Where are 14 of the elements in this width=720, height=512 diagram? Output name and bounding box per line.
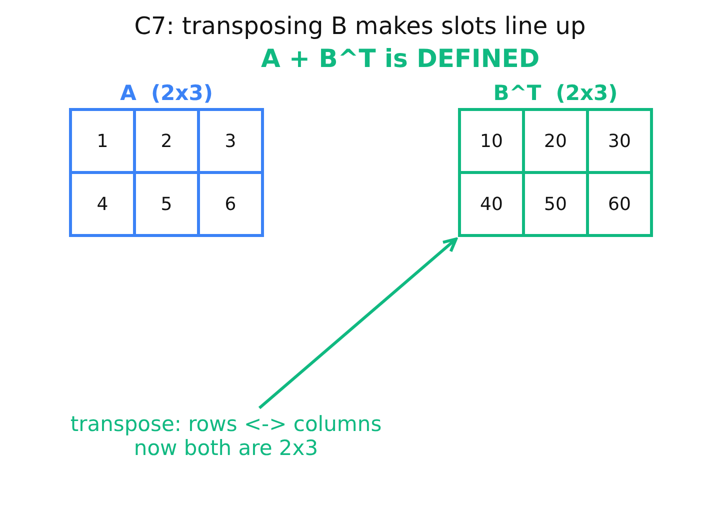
matrix-cell: 6 bbox=[197, 171, 264, 237]
title: C7: transposing B makes slots line up bbox=[133, 12, 587, 40]
matrix-cell: 40 bbox=[458, 171, 525, 237]
headline-text: A + B^T is DEFINED bbox=[261, 44, 540, 74]
matrix-cell: 4 bbox=[69, 171, 136, 237]
matrix-heading: A (2x3) bbox=[119, 80, 214, 106]
matrix-cell: 10 bbox=[458, 108, 525, 174]
arrow bbox=[258, 238, 458, 410]
matrix-cell: 30 bbox=[586, 108, 653, 174]
matrix-cell: 60 bbox=[586, 171, 653, 237]
matrix-heading: B^T (2x3) bbox=[492, 80, 619, 106]
annotation-text: transpose: rows <-> columns now both are 2x3 bbox=[59, 412, 393, 460]
matrix-cell: 3 bbox=[197, 108, 264, 174]
matrix-cell: 1 bbox=[69, 108, 136, 174]
